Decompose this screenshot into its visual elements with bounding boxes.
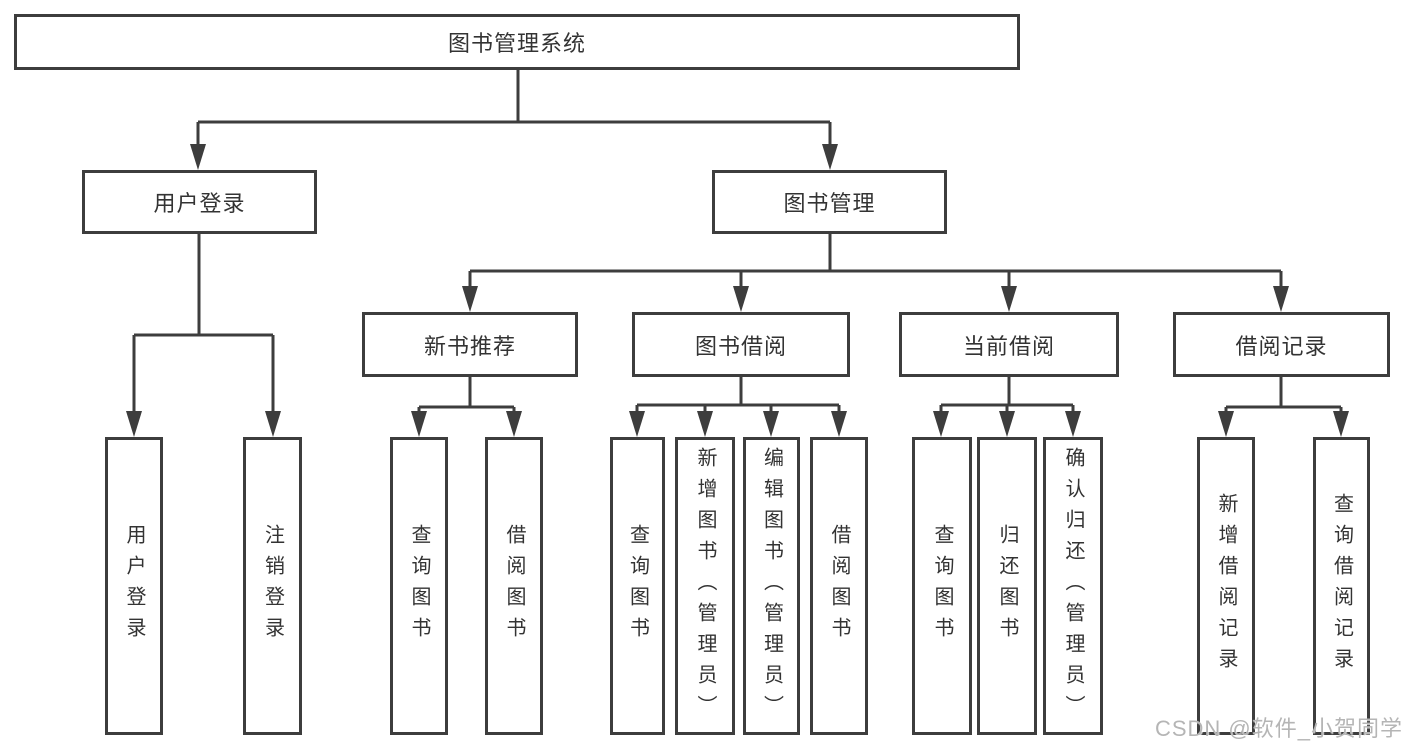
node-root-system: 图书管理系统 — [14, 14, 1020, 70]
leaf-logout-label: 注销登录 — [261, 524, 284, 648]
csdn-watermark: CSDN @软件_小贺同学 — [1154, 716, 1403, 741]
node-root-label: 图书管理系统 — [447, 31, 586, 56]
leaf-query-book-recommend: 查询图书 — [390, 437, 448, 735]
node-user-login-label: 用户登录 — [153, 191, 246, 216]
leaf-edit-book-admin-label: 编辑图书（管理员） — [760, 446, 783, 726]
node-new-book-recommend-label: 新书推荐 — [423, 333, 516, 359]
leaf-query-book-recommend-label: 查询图书 — [408, 524, 430, 648]
leaf-return-book: 归还图书 — [977, 437, 1037, 735]
leaf-user-login-label: 用户登录 — [123, 524, 145, 648]
node-borrow-records-label: 借阅记录 — [1235, 333, 1328, 359]
leaf-logout: 注销登录 — [243, 437, 302, 735]
leaf-add-borrow-record: 新增借阅记录 — [1197, 437, 1255, 735]
leaf-user-login: 用户登录 — [105, 437, 163, 735]
leaf-query-borrow-record-label: 查询借阅记录 — [1330, 493, 1353, 679]
node-user-login: 用户登录 — [82, 170, 317, 234]
leaf-query-book-current: 查询图书 — [912, 437, 972, 735]
leaf-borrow-book-recommend-label: 借阅图书 — [503, 524, 525, 648]
leaf-add-book-admin-label: 新增图书（管理员） — [694, 446, 716, 726]
node-book-borrow-label: 图书借阅 — [694, 333, 787, 359]
node-book-management: 图书管理 — [712, 170, 947, 234]
node-current-borrow: 当前借阅 — [899, 312, 1119, 377]
leaf-query-book-borrow: 查询图书 — [610, 437, 665, 735]
leaf-query-book-current-label: 查询图书 — [931, 524, 953, 648]
node-borrow-records: 借阅记录 — [1173, 312, 1390, 377]
leaf-query-borrow-record: 查询借阅记录 — [1313, 437, 1370, 735]
arrowheads — [126, 144, 1349, 437]
node-book-management-label: 图书管理 — [783, 191, 876, 216]
leaf-query-book-borrow-label: 查询图书 — [626, 524, 649, 648]
node-book-borrow: 图书借阅 — [632, 312, 850, 377]
node-new-book-recommend: 新书推荐 — [362, 312, 578, 377]
leaf-borrow-book-recommend: 借阅图书 — [485, 437, 543, 735]
node-current-borrow-label: 当前借阅 — [962, 333, 1055, 359]
leaf-return-book-label: 归还图书 — [996, 524, 1018, 648]
leaf-borrow-book: 借阅图书 — [810, 437, 868, 735]
leaf-confirm-return-admin: 确认归还（管理员） — [1043, 437, 1103, 735]
leaf-edit-book-admin: 编辑图书（管理员） — [743, 437, 800, 735]
leaf-borrow-book-label: 借阅图书 — [828, 524, 850, 648]
leaf-confirm-return-admin-label: 确认归还（管理员） — [1062, 446, 1084, 726]
leaf-add-borrow-record-label: 新增借阅记录 — [1215, 493, 1237, 679]
leaf-add-book-admin: 新增图书（管理员） — [675, 437, 735, 735]
